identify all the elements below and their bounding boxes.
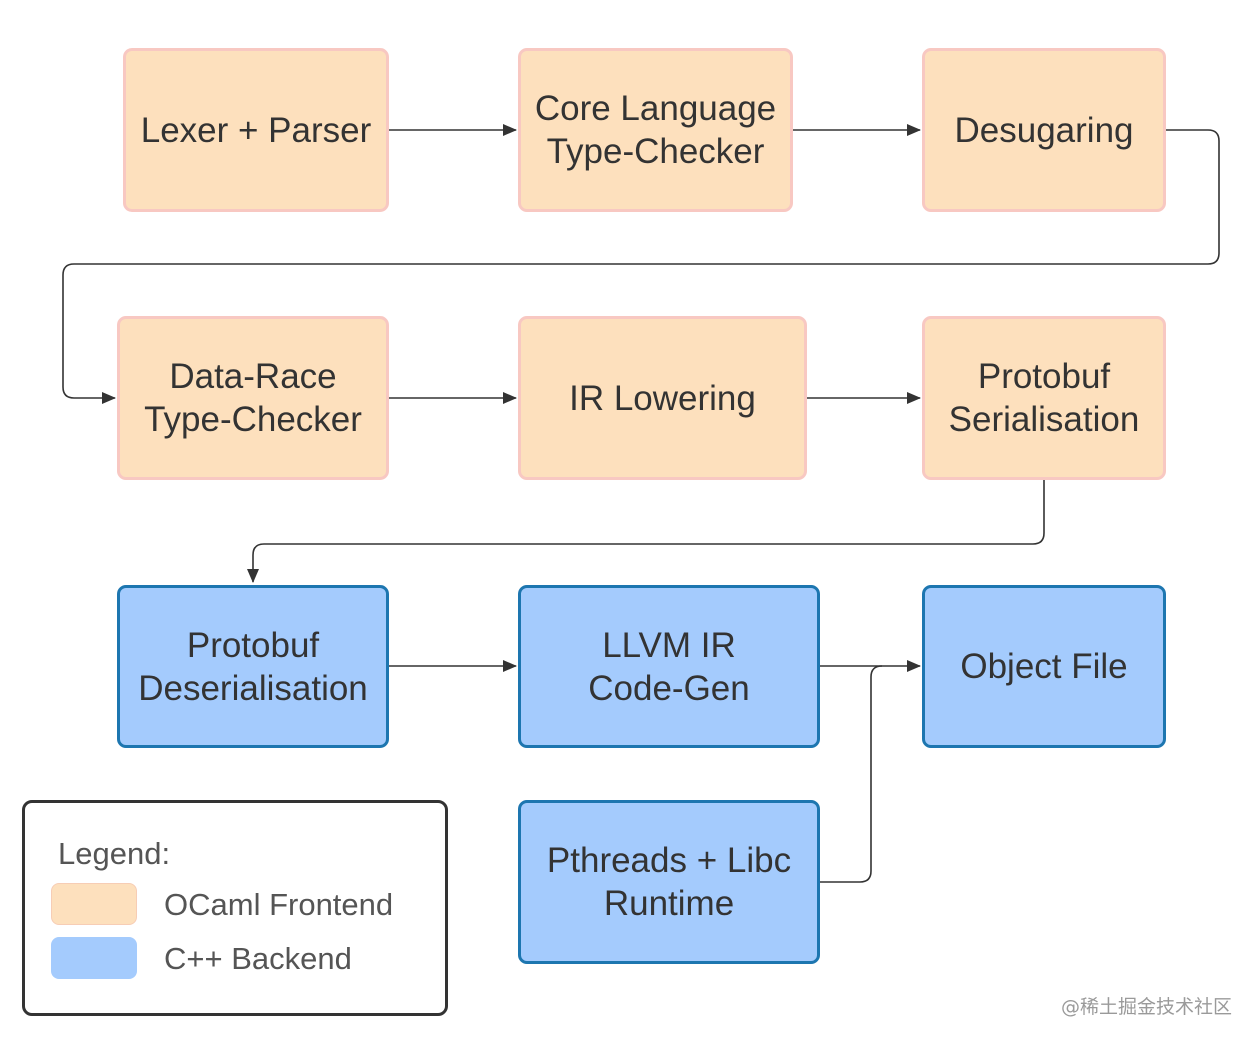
edge-desugaring-to-data-race	[62, 129, 1220, 404]
node-object-file: Object File	[922, 585, 1166, 748]
node-llvm-ir-codegen: LLVM IR Code-Gen	[518, 585, 820, 748]
node-llvm-line-2: Code-Gen	[588, 668, 750, 708]
legend-swatch-ocaml	[51, 883, 137, 925]
node-deserialisation-line-2: Deserialisation	[138, 668, 368, 708]
node-ir-lowering: IR Lowering	[518, 316, 807, 480]
node-data-race-line-1: Data-Race	[169, 357, 337, 396]
node-protobuf-deserialisation: Protobuf Deserialisation	[117, 585, 389, 748]
node-object-file-line-1: Object File	[960, 647, 1128, 686]
legend-title: Legend:	[58, 836, 171, 871]
legend-swatch-cpp	[51, 937, 137, 979]
node-protobuf-serialisation: Protobuf Serialisation	[922, 316, 1166, 480]
node-core-type-checker: Core Language Type-Checker	[518, 48, 793, 212]
watermark: @稀土掘金技术社区	[1060, 996, 1232, 1018]
node-ir-lowering-line-1: IR Lowering	[569, 378, 756, 418]
node-deserialisation-line-1: Protobuf	[186, 625, 320, 665]
node-core-type-checker-line-1: Core Language	[534, 89, 777, 128]
node-serialisation-line-1: Protobuf	[977, 357, 1111, 396]
legend-box: Legend: OCaml Frontend C++ Backend	[22, 800, 448, 1016]
node-core-type-checker-line-2: Type-Checker	[546, 132, 765, 171]
node-lexer-parser: Lexer + Parser	[123, 48, 389, 212]
node-desugaring: Desugaring	[922, 48, 1166, 212]
node-llvm-line-1: LLVM IR	[602, 625, 736, 665]
node-serialisation-line-2: Serialisation	[948, 400, 1140, 439]
node-pthreads-libc-runtime: Pthreads + Libc Runtime	[518, 800, 820, 964]
node-runtime-line-1: Pthreads + Libc	[546, 841, 792, 880]
node-desugaring-line-1: Desugaring	[954, 110, 1134, 150]
edge-serialisation-to-deserialisation	[247, 480, 1045, 583]
legend-label-ocaml: OCaml Frontend	[164, 887, 394, 922]
node-runtime-line-2: Runtime	[603, 884, 735, 923]
node-data-race-line-2: Type-Checker	[144, 400, 362, 439]
legend-label-cpp: C++ Backend	[164, 941, 352, 976]
node-data-race-type-checker: Data-Race Type-Checker	[117, 316, 389, 480]
node-lexer-parser-line-1: Lexer + Parser	[140, 110, 372, 150]
edge-runtime-to-object-file	[820, 665, 883, 883]
